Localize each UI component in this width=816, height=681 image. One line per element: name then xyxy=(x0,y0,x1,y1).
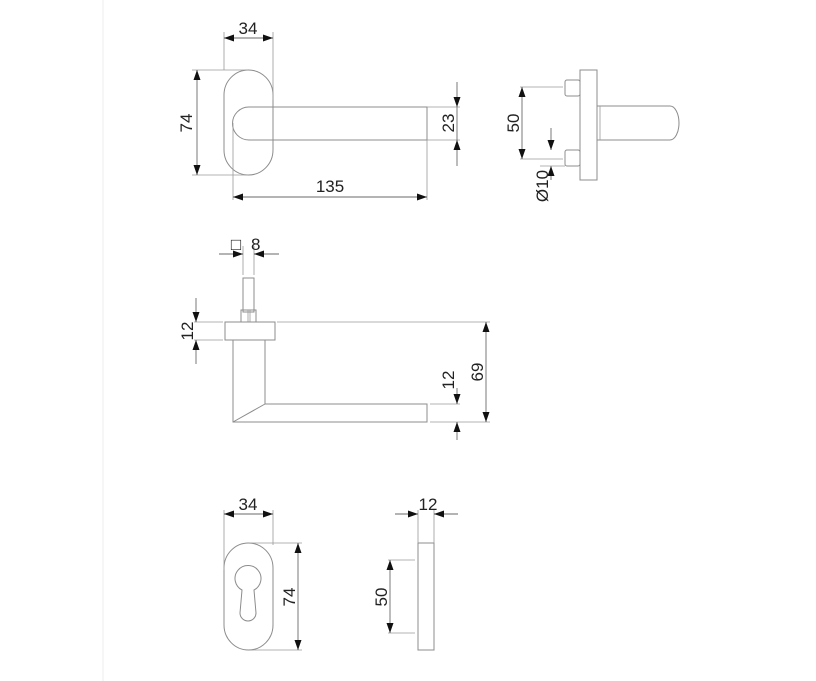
dim-escutcheon-thickness-label: 12 xyxy=(419,495,438,514)
rose xyxy=(224,321,276,341)
side-spindle-view: 50 Ø10 xyxy=(504,69,680,202)
dim-pin-spacing-label: 50 xyxy=(504,114,523,133)
front-handle-view: □ 8 12 69 12 xyxy=(178,235,490,440)
dim-projection-label: 69 xyxy=(468,363,487,382)
rose-plate xyxy=(579,69,598,181)
dim-pin-diameter-label: Ø10 xyxy=(533,170,552,202)
fixing-pin-bottom xyxy=(564,149,581,167)
lever-profile xyxy=(232,340,428,423)
handle-neck xyxy=(596,105,680,141)
dim-escutcheon-height-label: 74 xyxy=(280,588,299,607)
rose-outline xyxy=(223,69,274,176)
fixing-pin-top xyxy=(564,79,581,97)
dim-escutcheon-pin-spacing-label: 50 xyxy=(372,588,391,607)
keyhole-icon xyxy=(234,564,262,622)
dim-rose-thickness-label: 12 xyxy=(178,322,197,341)
dim-grip-thickness-label: 12 xyxy=(439,371,458,390)
spindle-square xyxy=(242,277,255,313)
dim-spindle-label: 8 xyxy=(251,235,260,254)
escutcheon-outline xyxy=(223,542,274,651)
escutcheon-front-view: 34 74 xyxy=(223,495,302,651)
escutcheon-side-view: 12 50 xyxy=(372,495,458,651)
top-handle-view: 34 74 135 23 xyxy=(177,19,461,201)
square-symbol: □ xyxy=(231,235,241,254)
dim-width-label: 34 xyxy=(239,19,258,38)
lever-outline xyxy=(232,106,428,141)
dim-grip-label: 23 xyxy=(439,114,458,133)
dim-height-label: 74 xyxy=(177,114,196,133)
escutcheon-side-outline xyxy=(417,542,435,651)
dim-escutcheon-width-label: 34 xyxy=(239,495,258,514)
dim-length-label: 135 xyxy=(316,177,344,196)
